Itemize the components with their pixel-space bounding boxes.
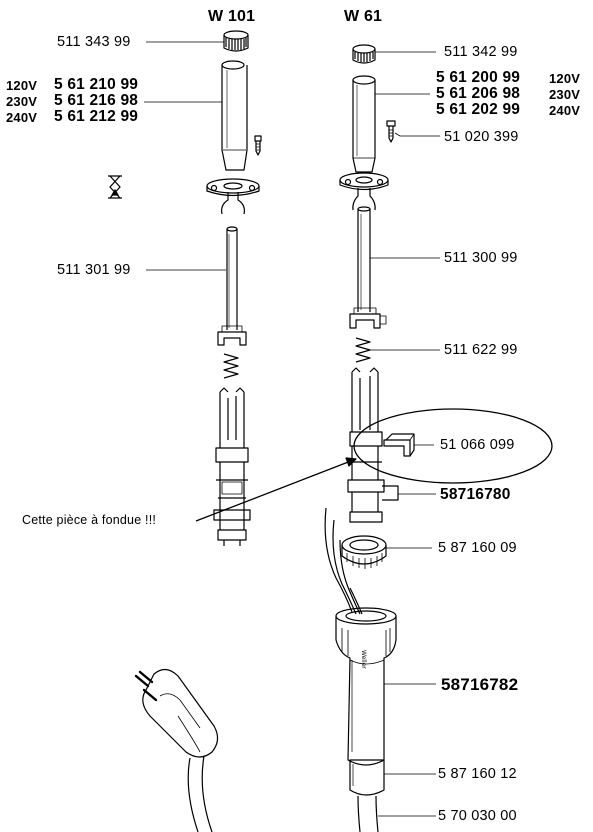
part-w61-screw: 51 020 399 — [444, 129, 519, 145]
w101-spring — [223, 353, 239, 379]
w101-flange — [206, 178, 260, 197]
voltage-240v-left: 240V — [6, 110, 38, 125]
part-w101-tip-nut: 511 343 99 — [57, 34, 131, 50]
voltage-230v-right: 230V — [549, 87, 581, 102]
w61-rod-holder — [349, 307, 387, 329]
part-w61-heater-120v: 5 61 200 99 — [436, 69, 521, 86]
w61-cable — [357, 795, 379, 832]
w101-screw — [254, 135, 262, 156]
w61-spring — [355, 337, 371, 363]
handle-brand: Weller — [360, 650, 367, 669]
w61-contact-connector — [382, 485, 399, 501]
w101-heater — [221, 60, 248, 171]
part-w61-tip-nut: 511 342 99 — [444, 44, 518, 60]
part-w61-ring: 5 87 160 09 — [438, 540, 517, 556]
highlight-ellipse — [353, 408, 553, 484]
w61-handle — [335, 607, 397, 766]
part-w61-sleeve: 5 87 160 12 — [438, 766, 517, 782]
w61-tip-nut — [352, 44, 376, 64]
title-w61: W 61 — [344, 8, 383, 25]
hourglass-icon — [108, 175, 122, 199]
w61-sleeve — [349, 759, 385, 796]
w101-rod — [226, 226, 238, 330]
w61-clip-part — [383, 433, 415, 457]
part-w61-rod: 511 300 99 — [444, 250, 518, 266]
voltage-230v-left: 230V — [6, 94, 38, 109]
w61-heater-wires — [352, 188, 376, 211]
part-w61-contact: 58716780 — [440, 486, 511, 503]
w101-contact-carrier — [213, 387, 251, 546]
part-w61-heater-240v: 5 61 202 99 — [436, 101, 521, 118]
w61-rod — [357, 206, 371, 312]
part-w101-heater-240v: 5 61 212 99 — [54, 108, 139, 125]
part-w101-rod: 511 301 99 — [57, 262, 131, 278]
title-w101: W 101 — [208, 8, 256, 25]
voltage-120v-left: 120V — [6, 78, 38, 93]
part-w61-clip: 51 066 099 — [440, 437, 515, 453]
part-w61-handle: 58716782 — [441, 675, 519, 694]
part-w61-cable: 5 70 030 00 — [438, 808, 517, 824]
part-w101-heater-230v: 5 61 216 98 — [54, 92, 139, 109]
part-w101-heater-120v: 5 61 210 99 — [54, 76, 139, 93]
part-w61-heater-230v: 5 61 206 98 — [436, 85, 521, 102]
w61-cable-wires — [324, 507, 363, 615]
part-w61-spring: 511 622 99 — [444, 342, 518, 358]
w61-heater — [352, 75, 376, 173]
w101-rod-holder — [217, 325, 247, 346]
w101-heater-wires — [221, 192, 245, 215]
w61-flange — [339, 172, 389, 191]
w61-screw — [386, 120, 396, 143]
power-plug — [134, 668, 219, 832]
annotation-arrow — [195, 457, 357, 522]
annotation-text: Cette pièce à fondue !!! — [22, 513, 157, 527]
voltage-240v-right: 240V — [549, 103, 581, 118]
w101-tip-nut — [223, 30, 249, 52]
voltage-120v-right: 120V — [549, 71, 581, 86]
w61-ring-nut — [341, 535, 387, 569]
